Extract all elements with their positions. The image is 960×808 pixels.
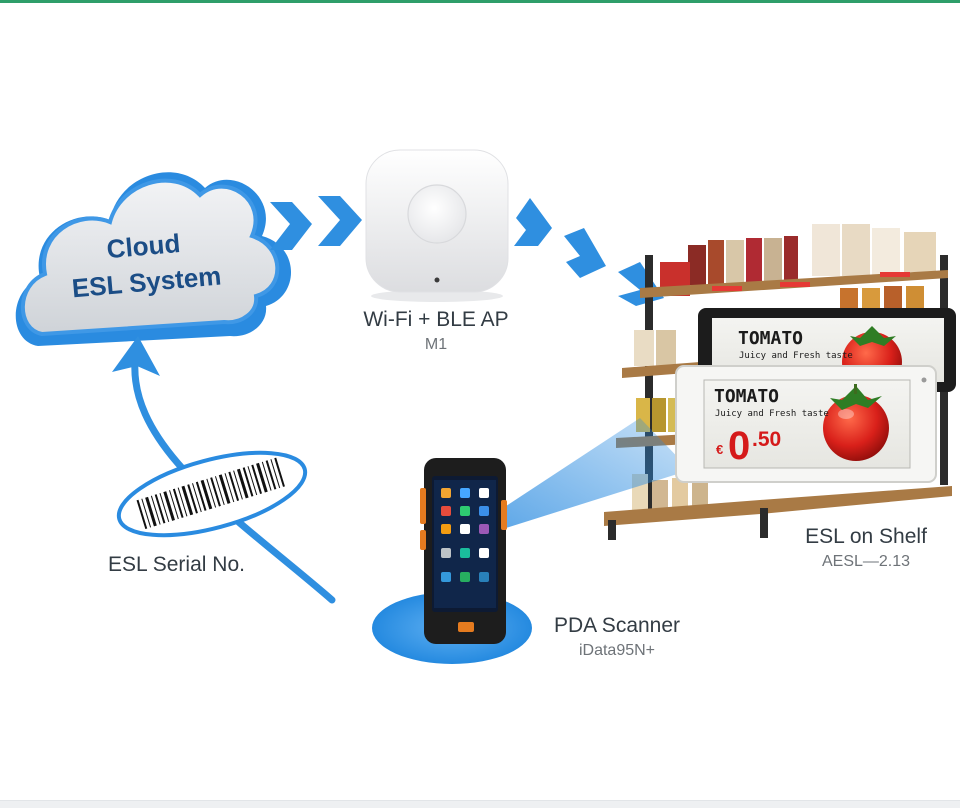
esl-label: ESL on Shelf AESL—2.13 xyxy=(786,525,946,571)
top-accent-line xyxy=(0,0,960,3)
access-point-label: Wi-Fi + BLE AP M1 xyxy=(340,308,532,354)
access-point-title: Wi-Fi + BLE AP xyxy=(363,308,509,331)
bottom-border xyxy=(0,800,960,808)
tag-back-desc: Juicy and Fresh taste xyxy=(739,351,853,361)
pda-device-icon xyxy=(420,458,507,644)
pda-label: PDA Scanner iData95N+ xyxy=(536,614,698,660)
barcode-icon xyxy=(116,450,308,538)
tag-front-price-whole: 0 xyxy=(728,424,751,468)
shelf-icon xyxy=(604,224,952,540)
tag-front-currency: € xyxy=(716,442,724,457)
tag-front-price-decimal: .50 xyxy=(752,428,782,451)
pda-model: iData95N+ xyxy=(578,642,656,659)
cloud-icon xyxy=(15,172,292,346)
tomato-icon xyxy=(823,384,889,461)
tag-back-product: TOMATO xyxy=(738,328,804,349)
pda-title: PDA Scanner xyxy=(553,614,681,637)
esl-tag-front xyxy=(675,365,937,483)
access-point-icon xyxy=(365,149,509,302)
esl-model: AESL—2.13 xyxy=(821,553,911,570)
chevron-arrow-icon xyxy=(270,196,362,250)
serial-label: ESL Serial No. xyxy=(108,553,245,576)
tag-front-product: TOMATO xyxy=(714,386,780,407)
scan-beam xyxy=(500,418,690,528)
cloud-label: Cloud ESL System xyxy=(60,228,230,303)
esl-title: ESL on Shelf xyxy=(805,525,927,548)
access-point-model: M1 xyxy=(424,336,448,353)
tag-front-desc: Juicy and Fresh taste xyxy=(715,409,829,419)
